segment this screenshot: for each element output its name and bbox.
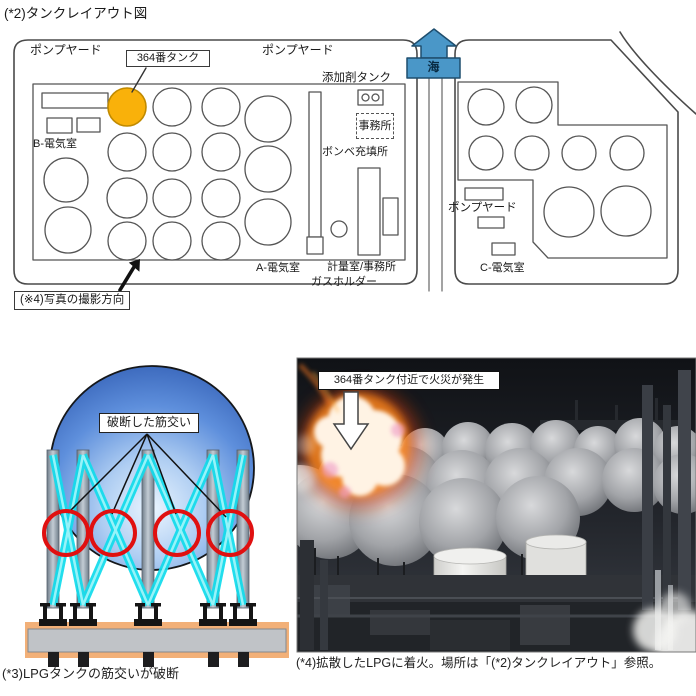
b-electric-room-label: B-電気室 [33,138,77,150]
building-block [46,117,73,134]
tank-circles [43,87,292,261]
small-tank [330,220,348,238]
measuring-room-block [382,197,399,236]
anchor-bolts [39,603,257,626]
right-tank-building [457,81,668,259]
photo-caption: (*4)拡散したLPGに着火。場所は「(*2)タンクレイアウト」参照。 [296,656,662,670]
a-electric-block [306,236,324,255]
figure-title: (*2)タンクレイアウト図 [4,6,148,21]
foundation-beam [27,628,287,653]
cylinder-filling-label: ボンベ充填所 [322,146,388,158]
c-electric-block [491,242,516,256]
lpg-brace-diagram [25,365,289,667]
sea-arrow [406,28,461,79]
coastline [619,31,696,115]
photo-direction-label: (※4)写真の撮影方向 [14,291,131,311]
industrial-structures [297,370,696,652]
pipe-rack [308,91,322,238]
additive-tank-label: 添加剤タンク [322,72,391,84]
brace-caption: (*3)LPGタンクの筋交いが破断 [2,666,179,681]
tank-364-label: 364番タンク [126,50,210,67]
tank-364 [107,87,147,127]
office-label: 事務所 [356,113,394,139]
broken-brace-label: 破断した筋交い [99,413,199,433]
foundation-piles [48,652,249,667]
pump-yard-right-label: ポンプヤード [448,202,517,214]
tank-circles-right [467,86,652,238]
building-block [464,187,504,201]
cross-braces-highlight [51,454,245,606]
fire-photo [297,358,696,652]
brace-label-connectors [67,433,227,518]
tank364-connector [131,67,147,93]
photo-border [296,357,696,653]
fire-annotation-label: 364番タンク付近で火災が発生 [318,371,500,390]
photo-direction-arrow [118,259,140,292]
pump-yard-left-label: ポンプヤード [30,43,102,57]
right-site-boundary [454,39,679,285]
building-block [477,216,505,229]
smoke-plumes [297,435,696,652]
building-block [41,92,109,109]
gas-holder-block [357,167,381,256]
pump-yard-center-label: ポンプヤード [262,43,334,57]
annotation-arrow [332,391,370,451]
sea-label: 海 [427,60,440,74]
gas-holder-label: ガスホルダー [311,276,377,288]
building-block [76,117,101,133]
broken-brace-circles [42,509,254,557]
measuring-office-label: 計量室/事務所 [327,261,397,273]
left-site-boundary [13,39,418,285]
fireball [298,363,422,510]
tank-legs [46,449,250,609]
tank-layout-diagram [13,28,696,292]
c-electric-room-label: C-電気室 [480,262,525,274]
a-electric-room-label: A-電気室 [256,262,300,274]
additive-tank-box [357,89,384,106]
